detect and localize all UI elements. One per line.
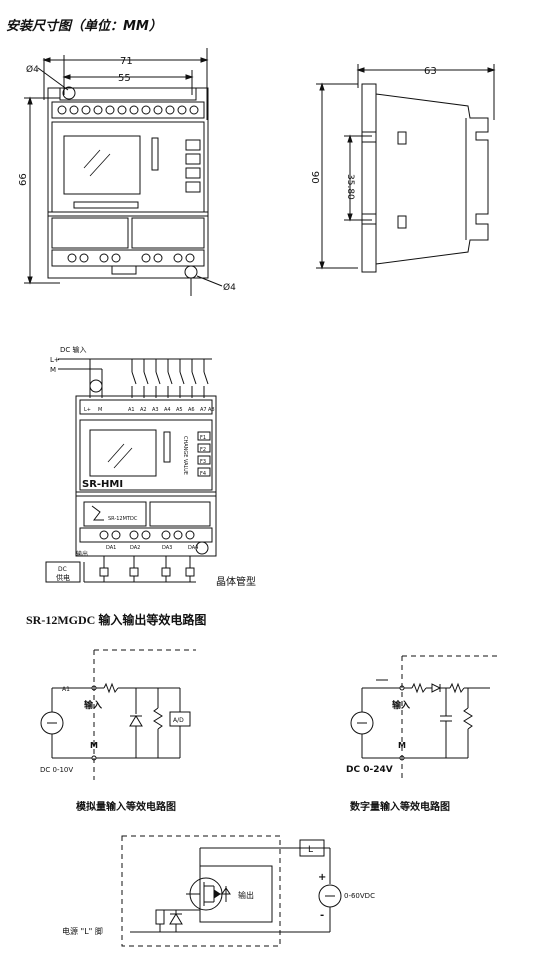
key-f3: F3 (200, 459, 206, 465)
digital-input-label: 输入 (392, 699, 410, 711)
terminal-m: M (98, 407, 102, 413)
key-f1: F1 (200, 435, 206, 441)
lcd-screen (63, 135, 141, 195)
dc-supply-box (45, 561, 81, 583)
analog-resistor (103, 682, 119, 694)
output-voltage: 0-60VDC (344, 892, 375, 900)
hole-top-label: Ø4 (26, 64, 39, 75)
terminal-da1: DA1 (106, 545, 116, 551)
indicator-slot (151, 137, 159, 171)
terminal-a5: A5 (176, 407, 183, 413)
digital-source (350, 711, 374, 735)
output-boundary (121, 835, 281, 947)
digital-m-label: M (398, 741, 406, 750)
logo-mark (91, 505, 104, 521)
analog-range: DC 0-10V (40, 766, 73, 774)
terminal-a6: A6 (188, 407, 195, 413)
rail-label: 35.80 (345, 174, 355, 200)
analog-m-label: M (90, 741, 98, 750)
key-f2: F2 (200, 447, 206, 453)
terminal-a1: A1 (128, 407, 135, 413)
terminal-a4: A4 (164, 407, 171, 413)
dc-input-label: DC 输入 (60, 345, 87, 354)
model-badge: SR-12MTDC (108, 516, 138, 522)
plus-sign: + (318, 872, 326, 883)
mount-hole-bottom (184, 265, 198, 279)
depth-63-label: 63 (424, 66, 437, 77)
digital-input-circuit: 输入 M DC 0-24V 数字量输入等效电路图 (346, 655, 500, 813)
height-66-label: 66 (18, 173, 29, 186)
height-90-label: 90 (309, 171, 320, 184)
terminal-a7: A7 (200, 407, 207, 413)
power-pin-label: 电源 "L" 脚 (62, 926, 103, 936)
page-title: 安装尺寸图（单位：MM） (6, 18, 162, 34)
l-plus-label: L+ (50, 356, 60, 364)
digital-range: DC 0-24V (346, 765, 393, 775)
transistor-type-label: 晶体管型 (216, 575, 256, 588)
top-terminal-row (51, 101, 205, 119)
m-label: M (50, 366, 56, 374)
output-transistor-label: 输出 (238, 890, 254, 900)
equiv-circuit-title: SR-12MGDC 输入输出等效电路图 (26, 612, 206, 627)
minus-sign: - (320, 910, 324, 921)
front-view: 71 55 Ø4 66 (18, 48, 236, 296)
key-f4: F4 (200, 471, 206, 477)
width-55-label: 55 (118, 73, 131, 84)
analog-terminal-a1: A1 (62, 686, 70, 693)
input-switches (131, 359, 209, 398)
width-71-label: 71 (120, 56, 133, 67)
dc-supply-top: DC (58, 566, 67, 573)
wiring-lcd-screen (89, 429, 157, 477)
digital-resistor (411, 682, 427, 694)
side-view: 63 90 35.80 (309, 64, 496, 273)
output-loads (83, 556, 196, 583)
side-housing-outline (361, 83, 489, 273)
analog-source (40, 711, 64, 735)
dc-supply-bottom: 供电 (56, 573, 70, 582)
hole-bottom-label: Ø4 (223, 282, 236, 293)
terminal-da3: DA3 (162, 545, 172, 551)
brand-label: SR-HMI (82, 479, 123, 490)
terminal-a2: A2 (140, 407, 147, 413)
mount-hole-top (62, 86, 76, 100)
terminal-a3: A3 (152, 407, 159, 413)
analog-input-circuit: A1 A/D 输入 M DC 0-10V 模拟量输入等效电路图 (40, 649, 196, 813)
bottom-terminal-row (51, 249, 205, 267)
output-label: 输出 (76, 550, 88, 558)
digital-caption: 数字量输入等效电路图 (350, 800, 450, 813)
terminal-l-plus: L+ (84, 407, 91, 413)
load-label: L (308, 845, 313, 855)
output-circuit: L + - 0-60VDC 输出 电源 "L" 脚 (62, 835, 375, 947)
terminal-da4: DA4 (188, 545, 198, 551)
change-value-text: CHANGE VALUE (182, 436, 188, 475)
analog-input-label: 输入 (84, 699, 102, 711)
wiring-diagram: DC 输入 L+ M L+ M A1 A2 A3 A4 A5 A6 A7 A8 (45, 345, 256, 588)
ad-label: A/D (173, 717, 184, 724)
module-housing (75, 395, 217, 557)
terminal-a8: A8 (208, 407, 215, 413)
terminal-da2: DA2 (130, 545, 140, 551)
mount-hole (89, 379, 103, 393)
analog-caption: 模拟量输入等效电路图 (76, 800, 176, 813)
